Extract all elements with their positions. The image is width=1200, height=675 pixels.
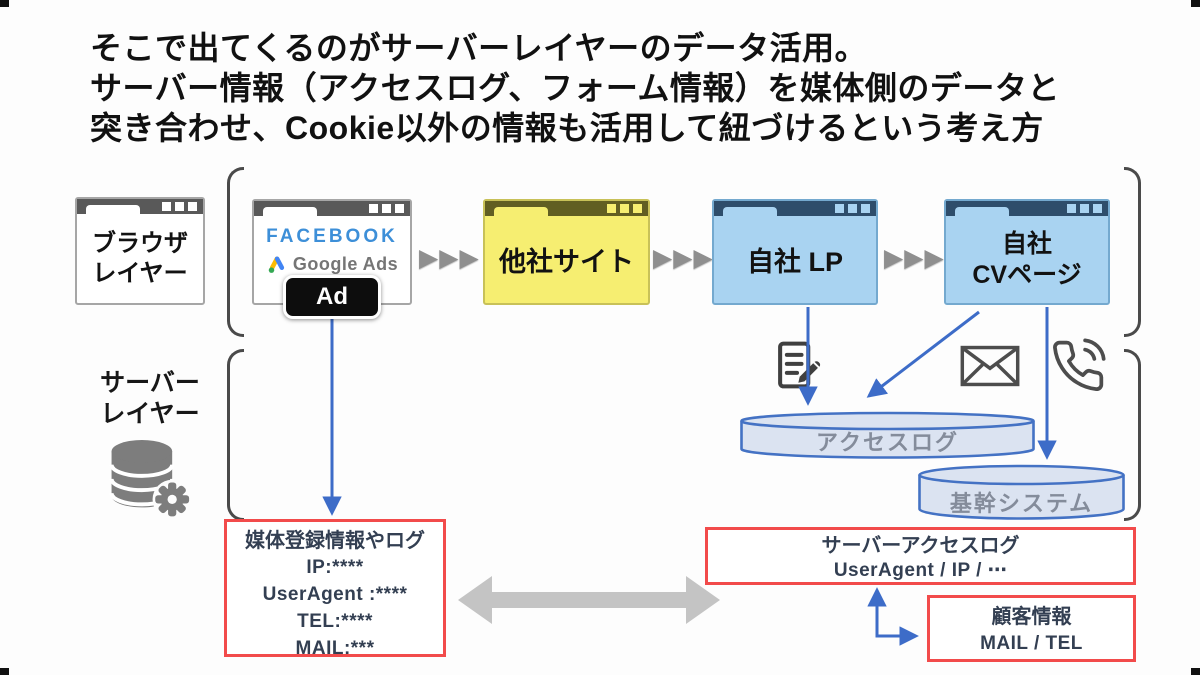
- heading-line-3: 突き合わせ、Cookie以外の情報も活用して紐づけるという考え方: [90, 110, 1044, 146]
- window-titlebar: [946, 201, 1108, 216]
- core-system-db: 基幹システム: [917, 464, 1126, 522]
- window-titlebar: [714, 201, 876, 216]
- media-log-row: TEL:****: [297, 611, 373, 632]
- window-titlebar: [485, 201, 648, 216]
- media-log-title: 媒体登録情報やログ: [245, 530, 425, 552]
- own-cv-label-2: CVページ: [972, 260, 1082, 289]
- window-tab: [263, 207, 317, 216]
- window-tab: [955, 207, 1009, 216]
- heading-line-2: サーバー情報（アクセスログ、フォーム情報）を媒体側のデータと: [90, 70, 1060, 106]
- ad-badge-label: Ad: [316, 283, 348, 310]
- chevron-flow-icon: ▶▶▶: [653, 244, 714, 272]
- server-layer-bracket-right: [1124, 349, 1141, 521]
- server-layer-label: サーバー レイヤー: [82, 368, 218, 430]
- corner-mark: [1191, 0, 1200, 7]
- media-log-row: MAIL:***: [295, 638, 375, 659]
- chevron-flow-icon: ▶▶▶: [419, 244, 480, 272]
- window-buttons-icon: [162, 202, 197, 211]
- envelope-icon: [960, 345, 1020, 387]
- browser-layer-window: ブラウザ レイヤー: [75, 197, 205, 305]
- corner-mark: [0, 668, 9, 675]
- own-lp-window: 自社 LP: [712, 199, 878, 305]
- phone-icon: [1050, 336, 1106, 396]
- customer-info-title: 顧客情報: [991, 606, 1072, 628]
- server-layer-bracket-left: [227, 349, 244, 521]
- browser-layer-bracket-right: [1124, 167, 1141, 337]
- database-gear-icon: [103, 437, 195, 519]
- heading: そこで出てくるのがサーバーレイヤーのデータ活用。 サーバー情報（アクセスログ、フ…: [90, 28, 1170, 148]
- heading-line-1: そこで出てくるのがサーバーレイヤーのデータ活用。: [90, 30, 868, 66]
- own-lp-label: 自社 LP: [746, 247, 843, 277]
- own-cv-window: 自社 CVページ: [944, 199, 1110, 305]
- access-log-label: アクセスログ: [816, 430, 959, 455]
- browser-layer-label-1: ブラウザ: [92, 229, 188, 257]
- customer-info-box: 顧客情報 MAIL / TEL: [927, 595, 1136, 662]
- window-tab: [723, 207, 777, 216]
- facebook-logo-text: FACEBOOK: [266, 226, 398, 247]
- google-ads-logo-icon: [266, 253, 288, 275]
- window-tab: [494, 207, 548, 216]
- other-site-window: 他社サイト: [483, 199, 650, 305]
- window-buttons-icon: [1067, 204, 1102, 213]
- corner-mark: [1191, 668, 1200, 675]
- own-cv-label-1: 自社: [1001, 229, 1052, 258]
- form-pencil-icon: [770, 336, 824, 394]
- media-log-row: IP:****: [306, 557, 364, 578]
- media-log-row: UserAgent :****: [262, 584, 408, 605]
- server-access-log-title: サーバーアクセスログ: [821, 535, 1020, 557]
- server-layer-label-1: サーバー: [100, 369, 200, 397]
- access-log-db: アクセスログ: [739, 411, 1036, 460]
- google-ads-text: Google Ads: [292, 253, 399, 274]
- chevron-flow-icon: ▶▶▶: [884, 244, 945, 272]
- window-buttons-icon: [369, 204, 404, 213]
- server-access-log-box: サーバーアクセスログ UserAgent / IP / ⋯: [705, 527, 1136, 585]
- sync-double-arrow: [458, 576, 720, 624]
- media-log-box: 媒体登録情報やログ IP:**** UserAgent :**** TEL:**…: [224, 519, 446, 659]
- customer-info-fields: MAIL / TEL: [980, 633, 1083, 654]
- window-buttons-icon: [835, 204, 870, 213]
- core-system-label: 基幹システム: [949, 491, 1094, 516]
- window-tab: [86, 205, 140, 214]
- server-access-log-fields: UserAgent / IP / ⋯: [833, 560, 1008, 581]
- other-site-label: 他社サイト: [499, 247, 634, 277]
- corner-mark: [0, 0, 9, 7]
- browser-layer-bracket-left: [227, 167, 244, 337]
- ad-badge: Ad: [283, 275, 381, 319]
- ad-media-window: FACEBOOK Google Ads Ad: [252, 199, 412, 319]
- window-titlebar: [77, 199, 203, 214]
- window-titlebar: [254, 201, 410, 216]
- window-buttons-icon: [607, 204, 642, 213]
- server-layer-label-2: レイヤー: [100, 400, 200, 428]
- browser-layer-label-2: レイヤー: [92, 259, 188, 287]
